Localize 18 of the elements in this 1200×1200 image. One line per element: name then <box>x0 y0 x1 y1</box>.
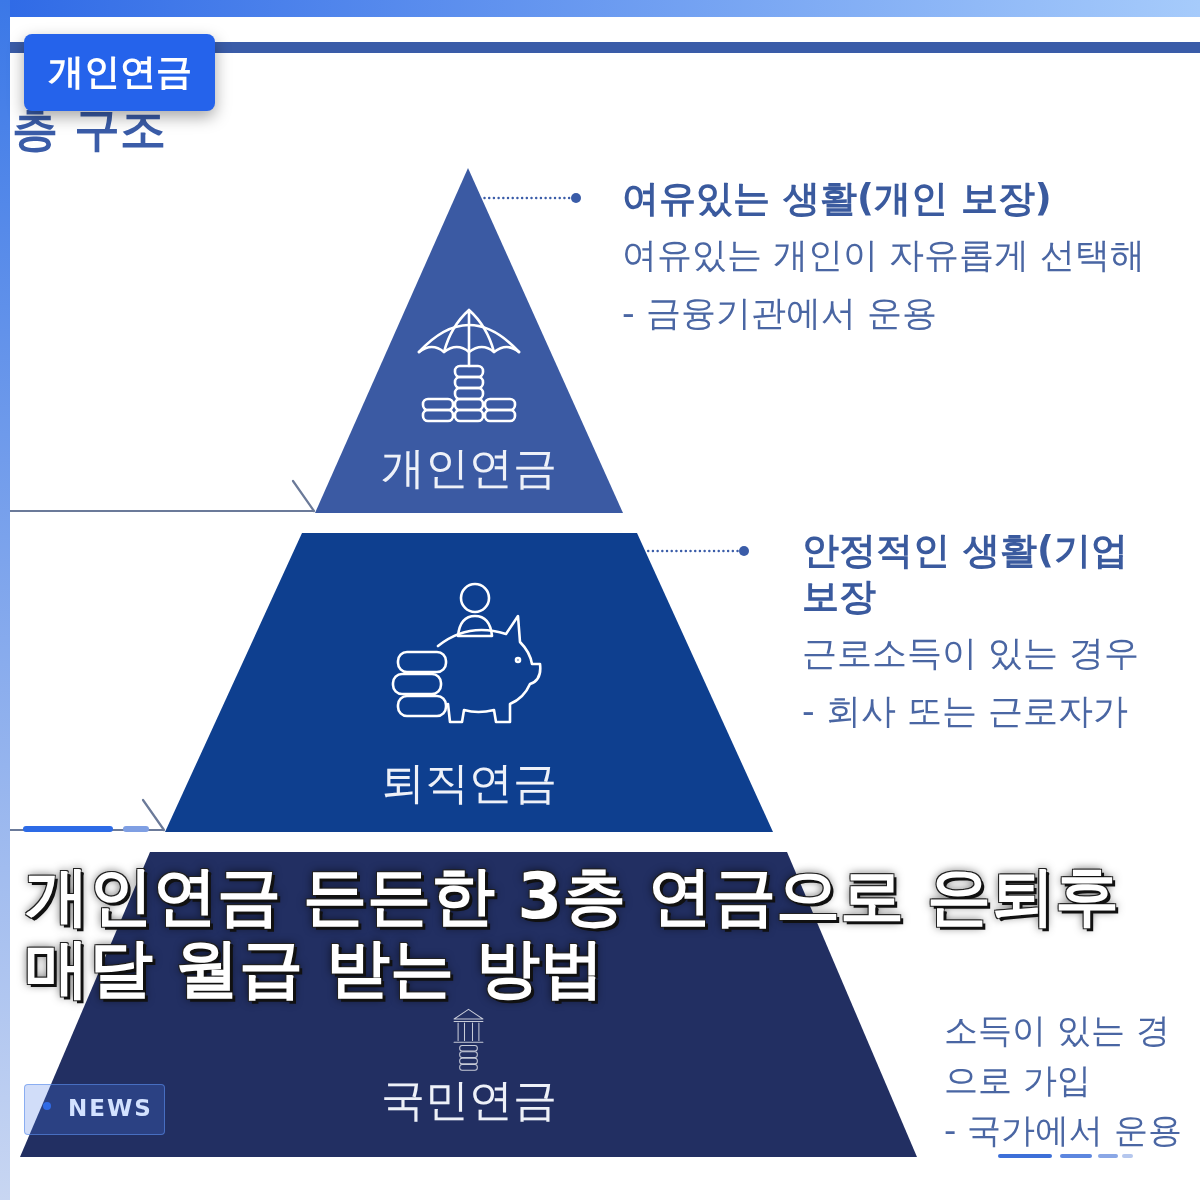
description-text: - 회사 또는 근로자가 <box>802 690 1128 733</box>
description-text: 으로 가입 <box>944 1059 1091 1102</box>
description-text: - 국가에서 운용 <box>944 1109 1182 1152</box>
pyramid-tier <box>315 168 623 513</box>
tag-text: NEWS <box>68 1095 153 1123</box>
description-heading: 여유있는 생활(개인 보장) <box>622 176 1052 222</box>
description-text: 여유있는 개인이 자유롭게 선택해 <box>622 234 1146 277</box>
description-text: 근로소득이 있는 경우 <box>802 632 1140 675</box>
description-heading: 안정적인 생활(기업 보장 <box>802 528 1129 620</box>
description-text: - 금융기관에서 운용 <box>622 292 937 335</box>
tier-label: 퇴직연금 <box>381 757 557 810</box>
leader-line <box>647 546 749 556</box>
tier-label: 국민연금 <box>380 1074 557 1127</box>
leader-line <box>483 193 581 203</box>
tier-label: 개인연금 <box>381 442 557 495</box>
pyramid-tier <box>165 533 773 832</box>
description-text: 소득이 있는 경 <box>944 1009 1170 1052</box>
category-tag: 개인연금 <box>24 34 215 111</box>
